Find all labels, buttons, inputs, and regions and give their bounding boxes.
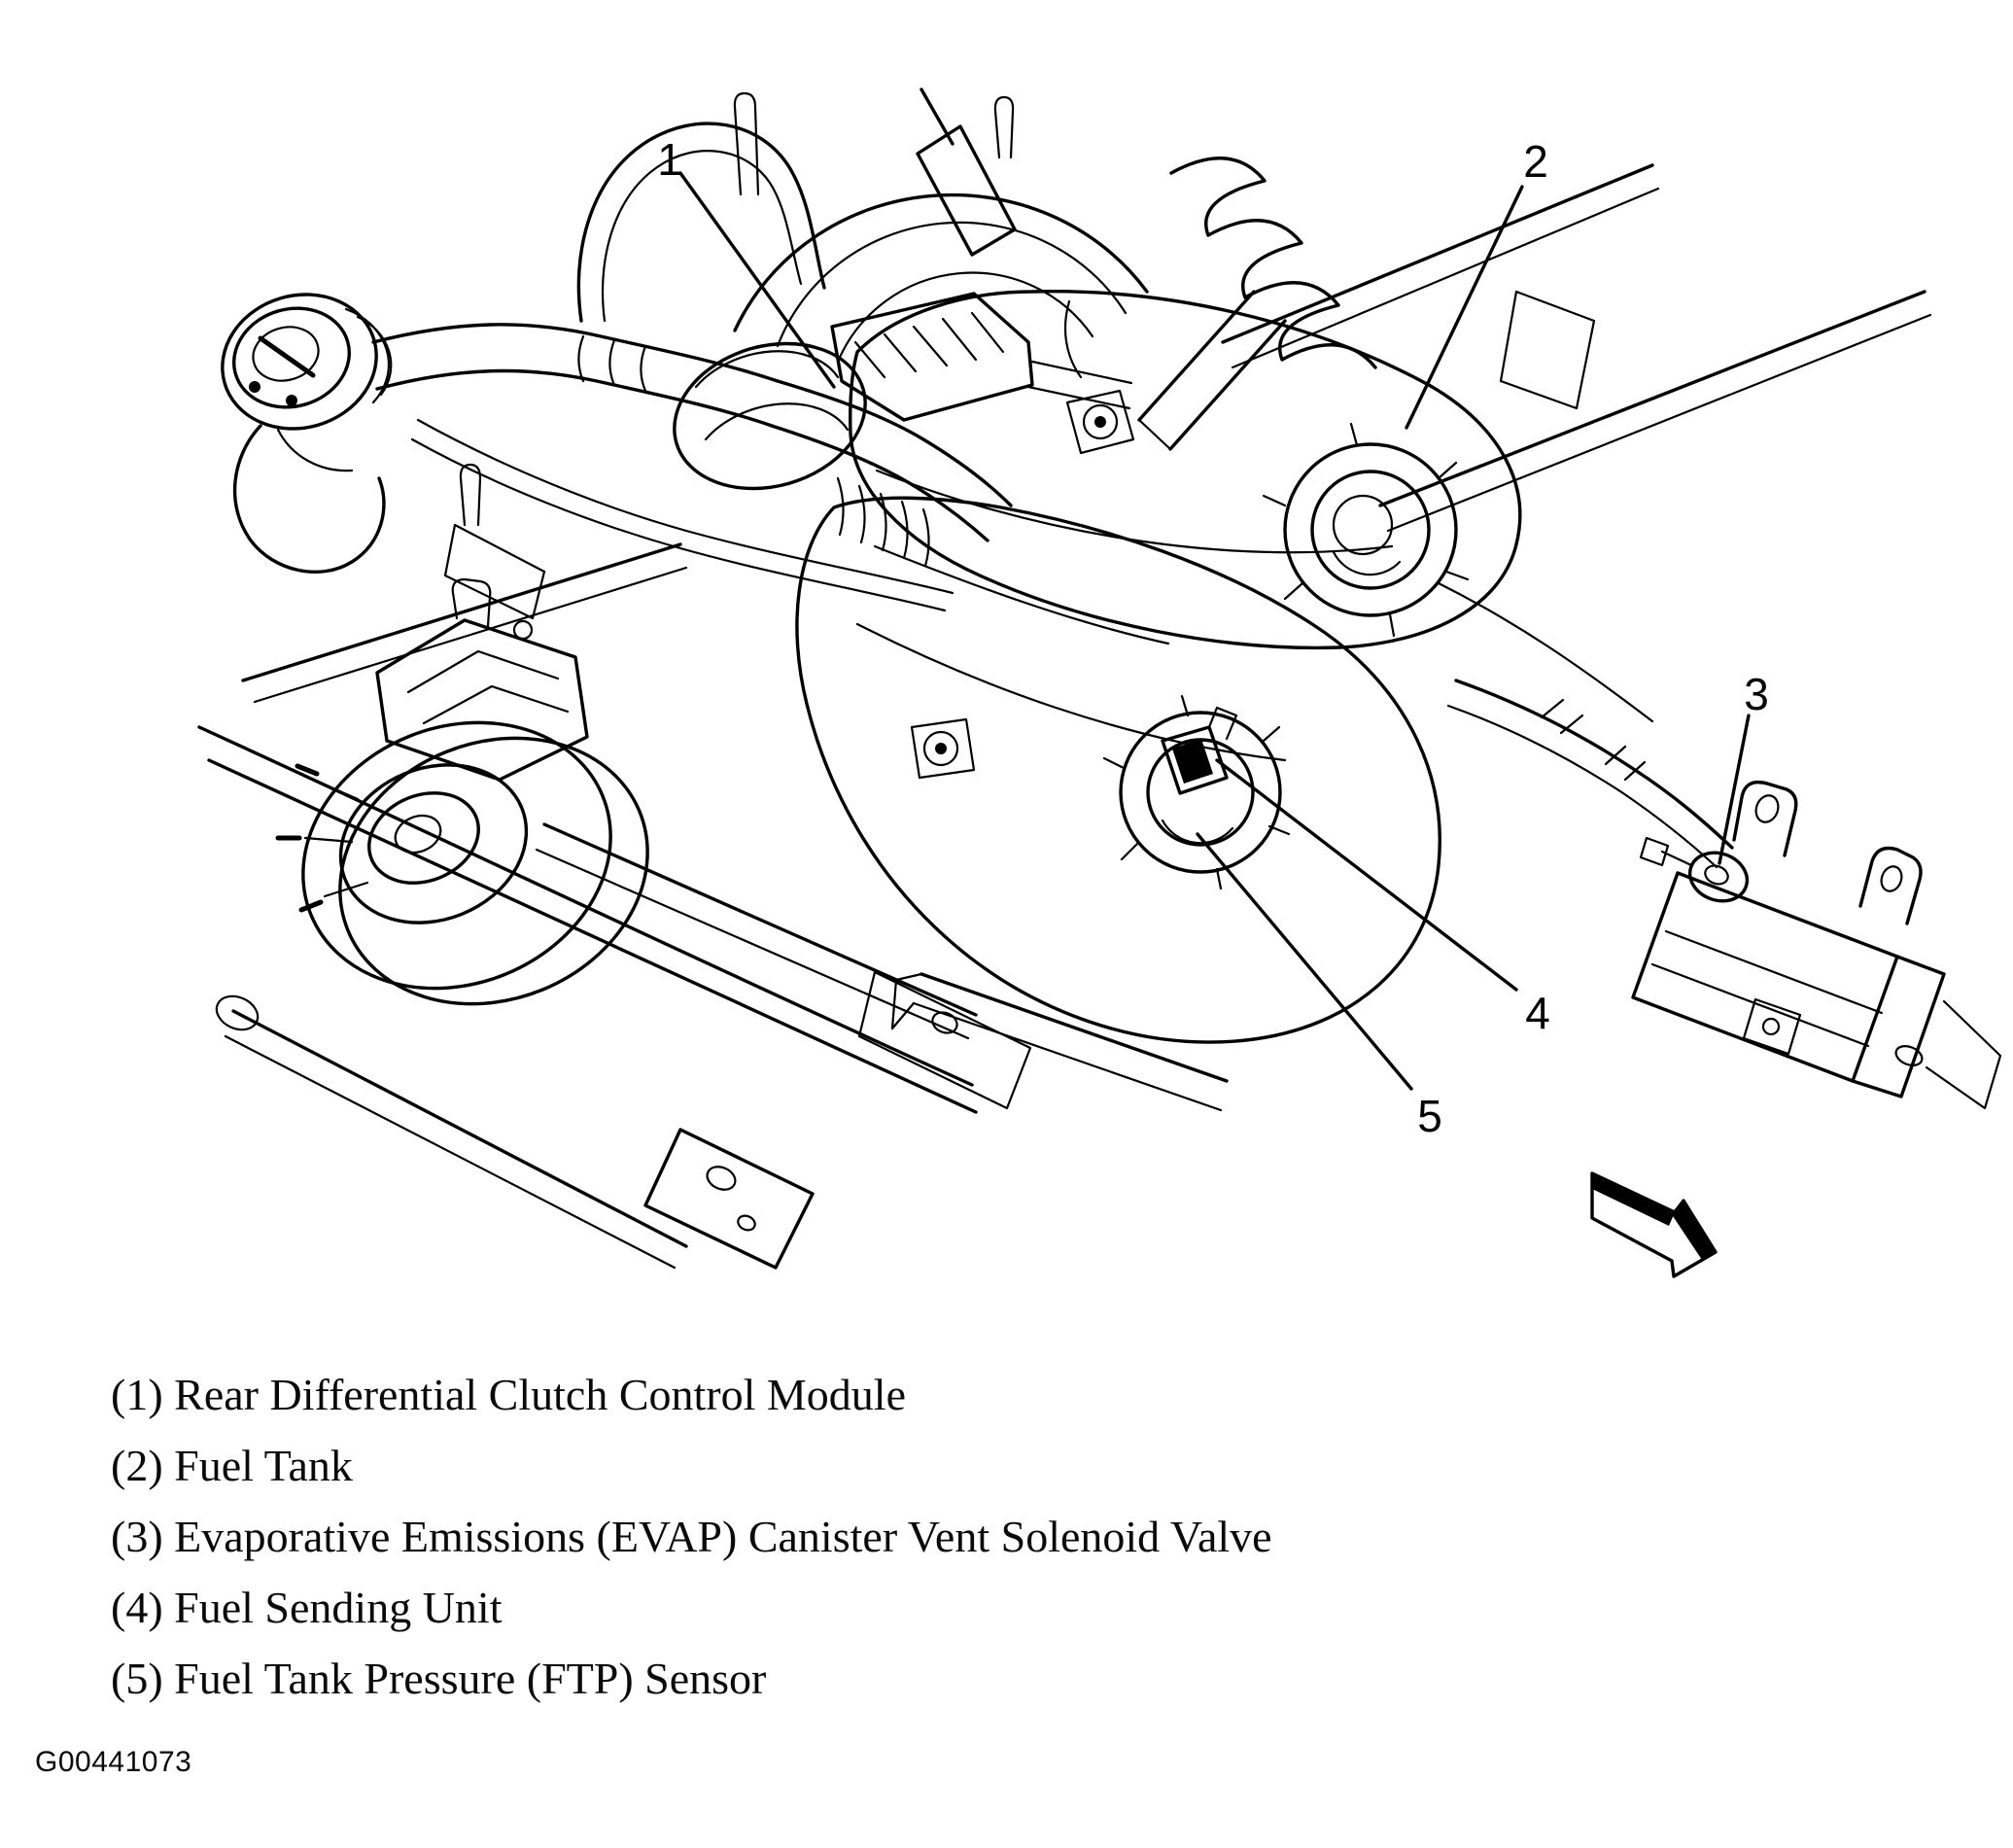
fuel-vapor-hoses (1437, 581, 1734, 869)
fuel-filler-neck (371, 122, 1013, 612)
brake-caliper (375, 577, 589, 782)
callout-number-5: 5 (1417, 1091, 1442, 1141)
callout-number-1: 1 (657, 134, 682, 185)
callout-numbers: 1 2 3 4 5 (657, 134, 1769, 1141)
leader-5 (1196, 832, 1413, 1091)
fuel-filler-cap (221, 293, 393, 574)
evap-canister (1631, 780, 2002, 1110)
leader-4 (1215, 758, 1518, 992)
legend: (1) Rear Differential Clutch Control Mod… (111, 1359, 1272, 1714)
callout-number-4: 4 (1525, 988, 1550, 1038)
rear-differential (673, 341, 867, 491)
ftp-sensor (1161, 706, 1238, 795)
legend-item-5: (5) Fuel Tank Pressure (FTP) Sensor (111, 1654, 767, 1703)
leader-1 (678, 171, 836, 389)
rear-subframe-rails (197, 91, 1932, 1270)
fuel-tank-lower-lobe (795, 496, 1441, 1112)
leader-2 (1405, 185, 1524, 430)
wheel-well-arch (733, 192, 1149, 364)
legend-item-1: (1) Rear Differential Clutch Control Mod… (111, 1370, 907, 1419)
legend-item-3: (3) Evaporative Emissions (EVAP) Caniste… (111, 1512, 1272, 1561)
callout-number-2: 2 (1523, 136, 1548, 187)
fuel-sender-ring-upper (1262, 422, 1470, 638)
fuel-tank-upper-lobe (849, 289, 1522, 650)
figure-id-label: G00441073 (35, 1746, 192, 1778)
brake-rotor-hub (275, 720, 649, 1006)
differential-clutch-control-module (830, 292, 1133, 422)
legend-item-4: (4) Fuel Sending Unit (111, 1583, 503, 1632)
callout-leader-lines (678, 171, 1751, 1091)
legend-item-2: (2) Fuel Tank (111, 1441, 353, 1490)
leader-3 (1718, 714, 1751, 865)
direction-arrow (1590, 1171, 1718, 1278)
callout-number-3: 3 (1744, 669, 1769, 719)
evap-vent-solenoid-valve (1639, 836, 1750, 903)
